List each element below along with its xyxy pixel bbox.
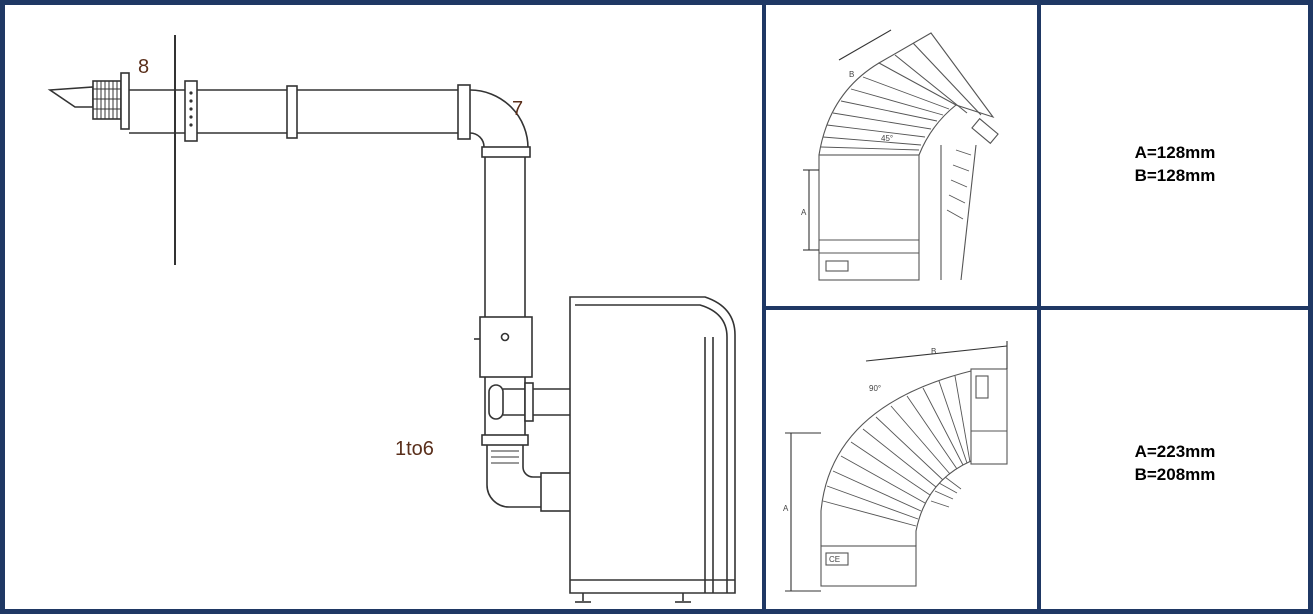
ce-mark: CE: [829, 555, 840, 564]
elbow-45-drawing: A B 45°: [801, 29, 999, 281]
label-terminal: 8: [138, 56, 149, 78]
row-divider: [766, 306, 1308, 310]
dimension-a-90: A=223mm: [1134, 442, 1216, 461]
flue-assembly-drawing: 8 7 1to6: [47, 35, 736, 603]
angle-note-45: 45°: [881, 134, 893, 143]
label-b-45: B: [849, 70, 854, 79]
dimension-a-45: A=128mm: [1134, 143, 1216, 162]
dimensions-90: A=223mm B=208mm: [1041, 440, 1309, 486]
elbow-90-drawing: CE A B 90°: [783, 341, 1008, 592]
label-section: 1to6: [395, 438, 434, 460]
angle-note-90: 90°: [869, 384, 881, 393]
dimension-b-45: B=128mm: [1134, 166, 1216, 185]
label-elbow: 7: [512, 98, 523, 120]
column-divider-left: [762, 5, 766, 609]
dimensions-45: A=128mm B=128mm: [1041, 141, 1309, 187]
label-b-90: B: [931, 347, 936, 356]
dimension-b-90: B=208mm: [1134, 465, 1216, 484]
label-a-45: A: [801, 208, 807, 217]
label-a-90: A: [783, 504, 789, 513]
